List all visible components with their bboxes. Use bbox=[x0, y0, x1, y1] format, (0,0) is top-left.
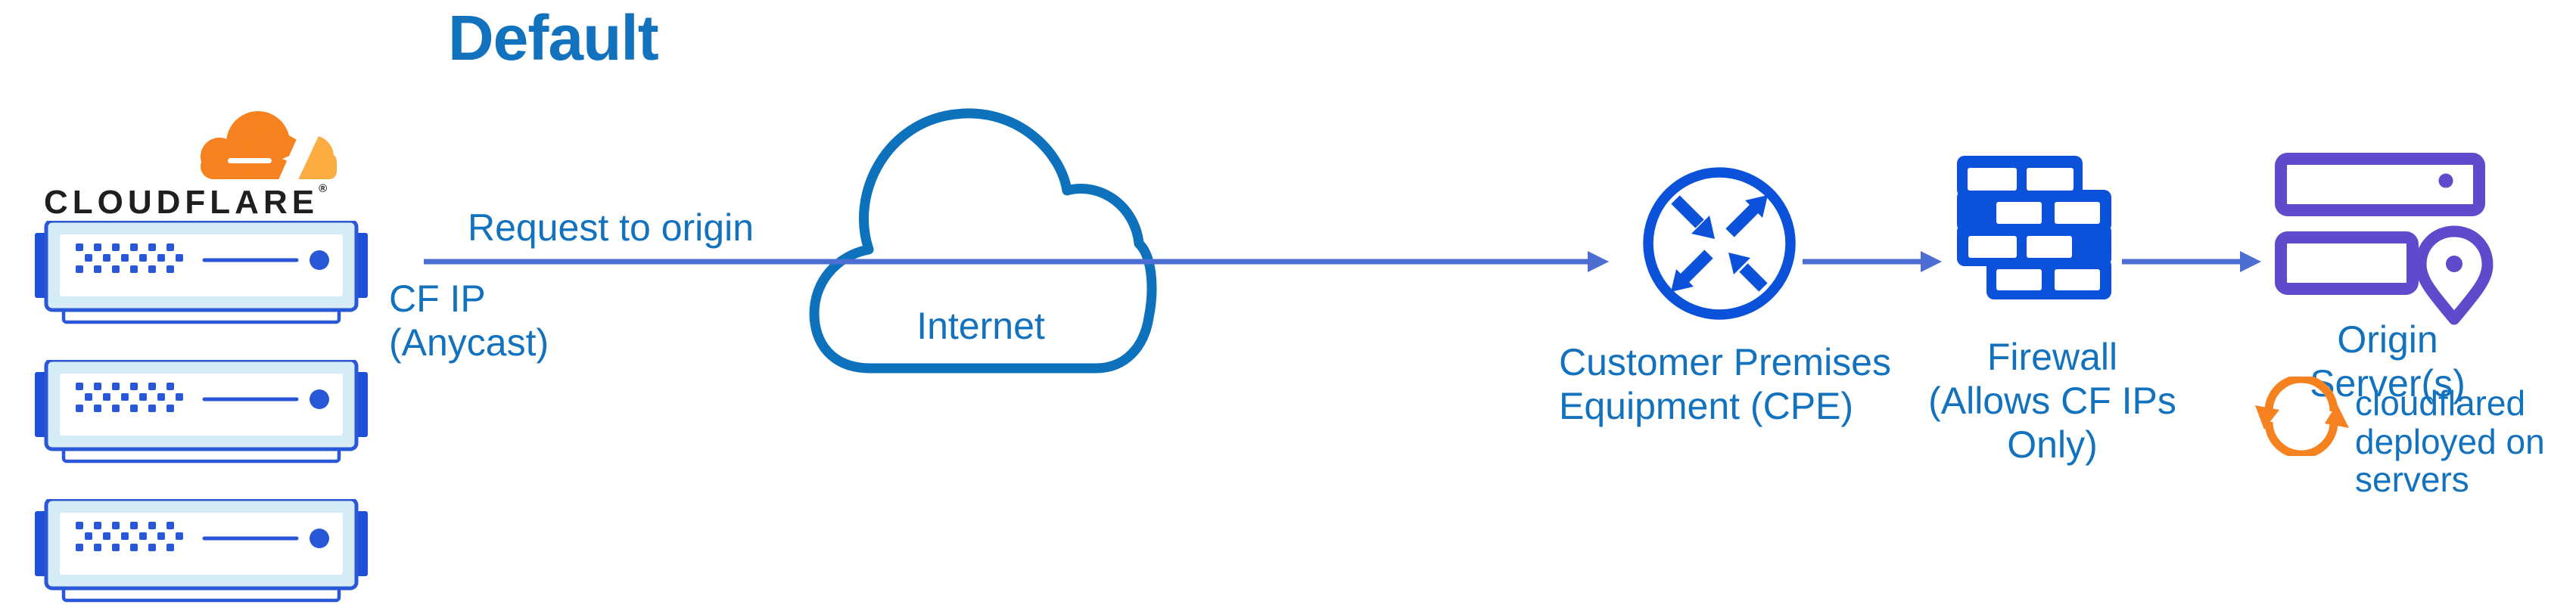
cloudflared-note-line1: cloudflared bbox=[2355, 383, 2526, 423]
cloudflare-wordmark-text: CLOUDFLARE bbox=[44, 184, 319, 221]
cpe-label: Customer Premises Equipment (CPE) bbox=[1559, 340, 1891, 428]
cloudflare-logo-icon bbox=[201, 111, 337, 180]
origin-servers-icon bbox=[2275, 153, 2494, 325]
origin-servers-label: Origin Server(s) bbox=[2310, 318, 2466, 405]
firewall-label: Firewall (Allows CF IPs Only) bbox=[1878, 335, 2226, 467]
flow-arrow-icon bbox=[1803, 251, 1942, 272]
cf-ip-anycast-label: CF IP (Anycast) bbox=[389, 277, 549, 364]
request-to-origin-label: Request to origin bbox=[468, 206, 754, 249]
cloudflared-note: cloudflared deployed on servers bbox=[2355, 384, 2545, 499]
firewall-icon bbox=[1957, 156, 2111, 299]
internet-label: Internet bbox=[916, 305, 1045, 347]
cloudflared-note-line3: servers bbox=[2355, 460, 2469, 500]
firewall-label-line2: (Allows CF IPs Only) bbox=[1928, 380, 2176, 466]
cpe-router-icon bbox=[1643, 167, 1796, 320]
flow-arrow-icon bbox=[2122, 251, 2261, 272]
cloudflared-note-line2: deployed on bbox=[2355, 421, 2545, 461]
internet-cloud-icon bbox=[809, 108, 1157, 374]
cloudflare-wordmark: CLOUDFLARE® bbox=[44, 182, 327, 222]
flow-arrow-icon bbox=[424, 251, 1609, 272]
firewall-label-line1: Firewall bbox=[1986, 336, 2118, 378]
location-pin-icon bbox=[2415, 225, 2494, 325]
sync-icon bbox=[2255, 377, 2349, 456]
server-rack-icon bbox=[35, 499, 368, 605]
cf-ip-line1: CF IP bbox=[389, 278, 486, 320]
cf-ip-line2: (Anycast) bbox=[389, 321, 549, 364]
server-rack-icon bbox=[35, 221, 368, 327]
registered-trademark: ® bbox=[319, 182, 328, 195]
page-title: Default bbox=[448, 2, 659, 73]
cpe-label-line2: Equipment (CPE) bbox=[1559, 385, 1854, 427]
server-rack-icon bbox=[35, 360, 368, 466]
cpe-label-line1: Customer Premises bbox=[1559, 341, 1891, 383]
